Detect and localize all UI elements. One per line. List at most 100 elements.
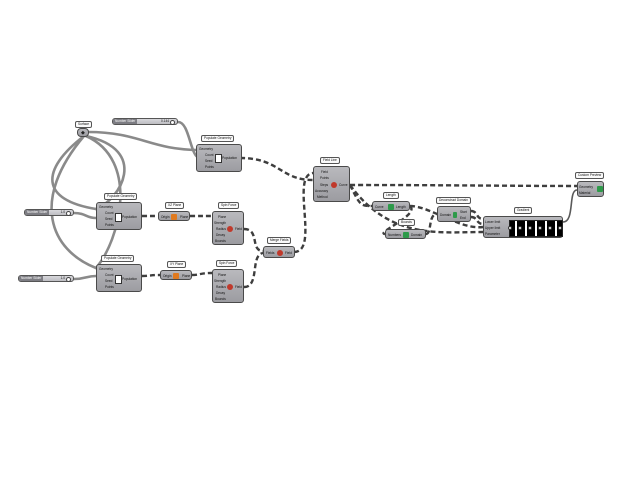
port-length[interactable]: Length [396, 205, 406, 209]
port-origin[interactable]: Origin [163, 274, 172, 278]
field-line-icon [331, 182, 337, 188]
deconstruct-domain[interactable]: Domain Start End [437, 206, 471, 222]
bounds[interactable]: Numbers Domain [385, 229, 426, 239]
port-bounds[interactable]: Bounds [215, 239, 226, 243]
wire-merge-fieldline [293, 171, 314, 254]
populate-geometry-mid[interactable]: Geometry Count Seed Points Population [96, 202, 142, 230]
port-decay[interactable]: Decay [216, 233, 226, 237]
port-end[interactable]: End [460, 216, 466, 220]
port-method[interactable]: Method [317, 195, 328, 199]
field-line[interactable]: Field Points Steps Accuracy Method Curve [313, 166, 350, 202]
port-count[interactable]: Count [105, 273, 114, 277]
gradient-grip[interactable] [518, 226, 522, 230]
xy-plane-title: XY Plane [167, 261, 187, 268]
port-points[interactable]: Points [205, 165, 214, 169]
gradient-grip[interactable] [558, 226, 562, 230]
xz-plane[interactable]: Origin Plane [158, 211, 190, 221]
port-start[interactable]: Start [460, 210, 467, 214]
port-geometry[interactable]: Geometry [579, 185, 593, 189]
populate-geometry-bottom[interactable]: Geometry Count Seed Points Population [96, 264, 142, 292]
slider-top-knob[interactable] [170, 120, 175, 125]
port-field[interactable]: Field [235, 227, 242, 231]
spin-force-top[interactable]: Plane Strength Radius Decay Bounds Field [212, 211, 244, 245]
port-parameter[interactable]: Parameter [485, 232, 500, 236]
port-geometry[interactable]: Geometry [199, 147, 213, 151]
wire-start-gradient [470, 209, 484, 221]
port-domain[interactable]: Domain [440, 213, 451, 217]
merge-fields[interactable]: Fields Field [263, 246, 295, 258]
wire-curve-preview [349, 183, 578, 188]
port-points[interactable]: Points [320, 176, 329, 180]
port-population[interactable]: Population [122, 215, 138, 219]
gradient-grip[interactable] [508, 226, 512, 230]
port-radius[interactable]: Radius [216, 227, 226, 231]
number-slider-top[interactable]: Number Slider 0.144 [112, 118, 178, 125]
port-domain[interactable]: Domain [411, 233, 422, 237]
gradient-grip[interactable] [548, 226, 552, 230]
port-lower-limit[interactable]: Lower limit [485, 220, 501, 224]
port-plane[interactable]: Plane [218, 273, 227, 277]
custom-preview[interactable]: Geometry Material [577, 181, 604, 197]
port-plane[interactable]: Plane [182, 274, 191, 278]
port-field[interactable]: Field [235, 285, 242, 289]
spin-force-bottom[interactable]: Plane Strength Radius Decay Bounds Field [212, 269, 244, 303]
port-strength[interactable]: Strength [214, 279, 227, 283]
deconstruct-domain-title: Deconstruct Domain [436, 197, 471, 204]
port-origin[interactable]: Origin [161, 215, 170, 219]
populate-icon [215, 154, 222, 163]
port-population[interactable]: Population [222, 156, 238, 160]
port-seed[interactable]: Seed [205, 159, 213, 163]
xy-plane[interactable]: Origin Plane [160, 270, 192, 280]
port-count[interactable]: Count [205, 153, 214, 157]
gradient[interactable]: Lower limit Upper limit Parameter [483, 216, 563, 238]
port-count[interactable]: Count [105, 211, 114, 215]
port-seed[interactable]: Seed [105, 217, 113, 221]
port-steps[interactable]: Steps [320, 183, 329, 187]
bounds-title: Bounds [398, 219, 415, 226]
slider-bottom-knob[interactable] [66, 277, 71, 282]
spin-force-bottom-title: Spin Force [216, 260, 238, 267]
length[interactable]: Curve Length [372, 201, 410, 211]
number-slider-bottom[interactable]: Number Slider 1.0 [18, 275, 74, 282]
slider-mid-label: Number Slider [25, 210, 50, 215]
port-strength[interactable]: Strength [214, 221, 227, 225]
gradient-grip[interactable] [538, 226, 542, 230]
plane-icon [173, 273, 179, 279]
port-bounds[interactable]: Bounds [215, 297, 226, 301]
port-material[interactable]: Material [579, 191, 591, 195]
port-geometry[interactable]: Geometry [99, 205, 113, 209]
wire-pop-bot-xy [141, 273, 161, 278]
port-geometry[interactable]: Geometry [99, 267, 113, 271]
port-plane[interactable]: Plane [218, 215, 227, 219]
port-population[interactable]: Population [122, 277, 138, 281]
xz-plane-title: XZ Plane [165, 202, 185, 209]
port-curve[interactable]: Curve [375, 205, 384, 209]
populate-geometry-top[interactable]: Geometry Count Seed Points Population [196, 144, 242, 172]
wire-slider-mid [72, 211, 98, 220]
number-slider-mid[interactable]: Number Slider 1.0 [24, 209, 74, 216]
port-field[interactable]: Field [285, 251, 292, 255]
port-numbers[interactable]: Numbers [388, 233, 401, 237]
surface-label: Surface [75, 121, 92, 128]
wire-surface-populate-bot [50, 134, 98, 270]
port-decay[interactable]: Decay [216, 291, 226, 295]
port-field[interactable]: Field [321, 170, 328, 174]
spin-force-icon [227, 284, 233, 290]
length-icon [388, 204, 394, 210]
port-radius[interactable]: Radius [216, 285, 226, 289]
surface-param[interactable]: ◆ [77, 128, 89, 137]
port-curve[interactable]: Curve [339, 183, 348, 187]
port-fields[interactable]: Fields [266, 251, 275, 255]
slider-bottom-label: Number Slider [19, 276, 44, 281]
slider-mid-knob[interactable] [66, 211, 71, 216]
custom-preview-title: Custom Preview [575, 172, 605, 179]
port-points[interactable]: Points [105, 285, 114, 289]
slider-mid-value: 1.0 [60, 210, 65, 214]
port-points[interactable]: Points [105, 223, 114, 227]
port-seed[interactable]: Seed [105, 279, 113, 283]
port-plane[interactable]: Plane [180, 215, 189, 219]
port-upper-limit[interactable]: Upper limit [485, 226, 501, 230]
gradient-grip[interactable] [528, 226, 532, 230]
port-accuracy[interactable]: Accuracy [315, 189, 329, 193]
